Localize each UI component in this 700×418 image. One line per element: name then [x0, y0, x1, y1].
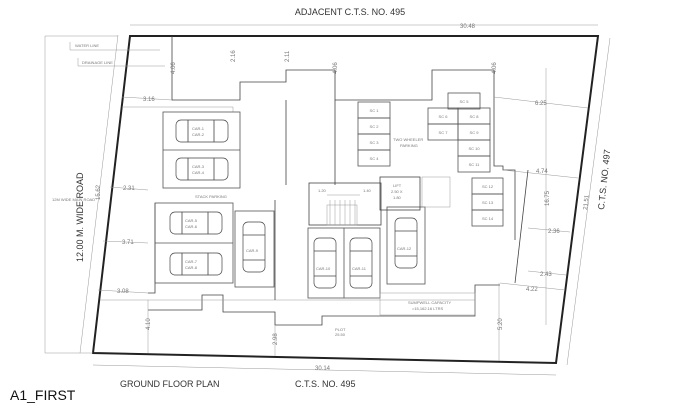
svg-text:CAR-1: CAR-1	[192, 126, 205, 131]
plot-label: PLOT	[335, 327, 346, 332]
svg-text:2.16: 2.16	[231, 50, 237, 62]
scooter-bay-label: SC 3	[370, 140, 380, 145]
svg-text:2.43: 2.43	[540, 272, 552, 278]
plan-title: GROUND FLOOR PLAN	[120, 379, 220, 389]
svg-text:CAR-4: CAR-4	[192, 170, 205, 175]
scooter-bay-label: SC 4	[370, 156, 380, 161]
scooter-bays: SC 1 SC 2 SC 3 SC 4 SC 5 SC 6 SC 7 SC 8 SC 9 SC 1…	[357, 92, 504, 227]
scooter-bay-label: SC 11	[469, 162, 481, 167]
stack-parking-label: STACK PARKING	[195, 194, 227, 199]
scooter-bay-label: SC 9	[470, 130, 480, 135]
adjacent-cts-top: ADJACENT C.T.S. NO. 495	[295, 7, 405, 17]
scooter-bay-label: SC 7	[439, 130, 449, 135]
plot-value: 25.50	[335, 332, 346, 337]
svg-text:6.25: 6.25	[535, 101, 547, 107]
svg-text:CAR-11: CAR-11	[352, 266, 367, 271]
sumpwell-label: SUMPWELL CAPACITY	[408, 300, 451, 305]
legend-drainage-line: DRAINAGE LINE	[82, 60, 113, 65]
svg-text:3.16: 3.16	[143, 97, 155, 103]
staircase: 1.20 1.40	[308, 182, 382, 226]
svg-text:CAR-12: CAR-12	[397, 246, 412, 251]
car-9: CAR-9	[242, 221, 266, 273]
svg-text:CAR-6: CAR-6	[185, 224, 198, 229]
plot-boundary	[91, 35, 600, 365]
svg-text:4.10: 4.10	[146, 318, 152, 330]
svg-text:CAR-8: CAR-8	[185, 265, 198, 270]
scooter-bay	[447, 92, 481, 110]
scooter-bay-label: SC 14	[482, 216, 494, 221]
svg-text:4.06: 4.06	[333, 62, 339, 74]
svg-text:4.74: 4.74	[536, 169, 548, 175]
svg-text:LIFT: LIFT	[393, 183, 402, 188]
lift: LIFT 2.50 X 1.80	[379, 176, 451, 211]
svg-text:3.08: 3.08	[117, 289, 129, 295]
car-11: CAR-11	[349, 237, 373, 289]
scooter-bay-label: SC 10	[468, 146, 480, 151]
svg-text:5.20: 5.20	[498, 318, 504, 330]
svg-text:4.06: 4.06	[171, 62, 177, 74]
svg-text:1.40: 1.40	[363, 188, 372, 193]
dim-bottom: 30.14	[315, 366, 331, 372]
svg-text:CAR-7: CAR-7	[185, 259, 198, 264]
svg-text:2.50 X: 2.50 X	[391, 189, 403, 194]
svg-text:2.36: 2.36	[548, 229, 560, 235]
svg-text:CAR-10: CAR-10	[316, 266, 331, 271]
scooter-bay	[357, 149, 391, 167]
dimension-labels: 3.16 2.31 3.71 3.08 4.10 2.98 5.20 4.22 …	[96, 50, 591, 345]
scooter-bay	[471, 209, 504, 227]
car-9-bay	[234, 210, 275, 288]
svg-text:16.75: 16.75	[545, 190, 551, 206]
bottom-dimension-line	[92, 364, 557, 376]
svg-text:CAR-9: CAR-9	[246, 248, 259, 253]
svg-text:3.71: 3.71	[122, 240, 134, 246]
svg-text:CAR-2: CAR-2	[192, 132, 205, 137]
dim-top: 30.48	[460, 24, 476, 30]
scooter-bay-label: SC 12	[482, 184, 494, 189]
car-12: CAR-12	[394, 217, 418, 269]
legend-water-line: WATER LINE	[75, 43, 99, 48]
scooter-bay-label: SC 5	[460, 99, 470, 104]
car-10: CAR-10	[313, 237, 337, 289]
sumpwell-capacity: =15,162.16 LTRS	[412, 306, 444, 311]
sheet-label: A1_FIRST	[10, 387, 76, 403]
svg-text:4.06: 4.06	[492, 62, 498, 74]
scooter-bay-label: SC 8	[470, 114, 480, 119]
two-wheeler-label-1: TWO WHEELER	[393, 137, 423, 142]
scooter-bay	[457, 155, 491, 173]
cts-bottom: C.T.S. NO. 495	[295, 379, 356, 389]
svg-text:21.51: 21.51	[583, 194, 591, 210]
two-wheeler-label-2: PARKING	[400, 143, 418, 148]
svg-text:2.11: 2.11	[285, 50, 291, 62]
svg-text:15.62: 15.62	[96, 184, 102, 200]
svg-text:CAR-5: CAR-5	[185, 218, 198, 223]
svg-text:2.98: 2.98	[273, 333, 279, 345]
scooter-bay-label: SC 1	[370, 108, 380, 113]
svg-text:4.22: 4.22	[526, 287, 538, 293]
road-label: 12.00 M. WIDE ROAD	[75, 172, 85, 262]
svg-text:1.20: 1.20	[318, 188, 327, 193]
scooter-bay-label: SC 2	[370, 124, 380, 129]
road-small-label: 12M WIDE MAIN ROAD	[52, 197, 95, 202]
scooter-bay-label: SC 13	[482, 200, 494, 205]
svg-text:CAR-3: CAR-3	[192, 164, 205, 169]
scooter-bay-label: SC 6	[439, 114, 449, 119]
cts-right: C.T.S. NO. 497	[596, 149, 612, 210]
car-12-bay	[386, 206, 426, 285]
svg-text:2.31: 2.31	[123, 186, 135, 192]
sumpwell	[379, 292, 476, 316]
svg-text:1.80: 1.80	[393, 195, 402, 200]
